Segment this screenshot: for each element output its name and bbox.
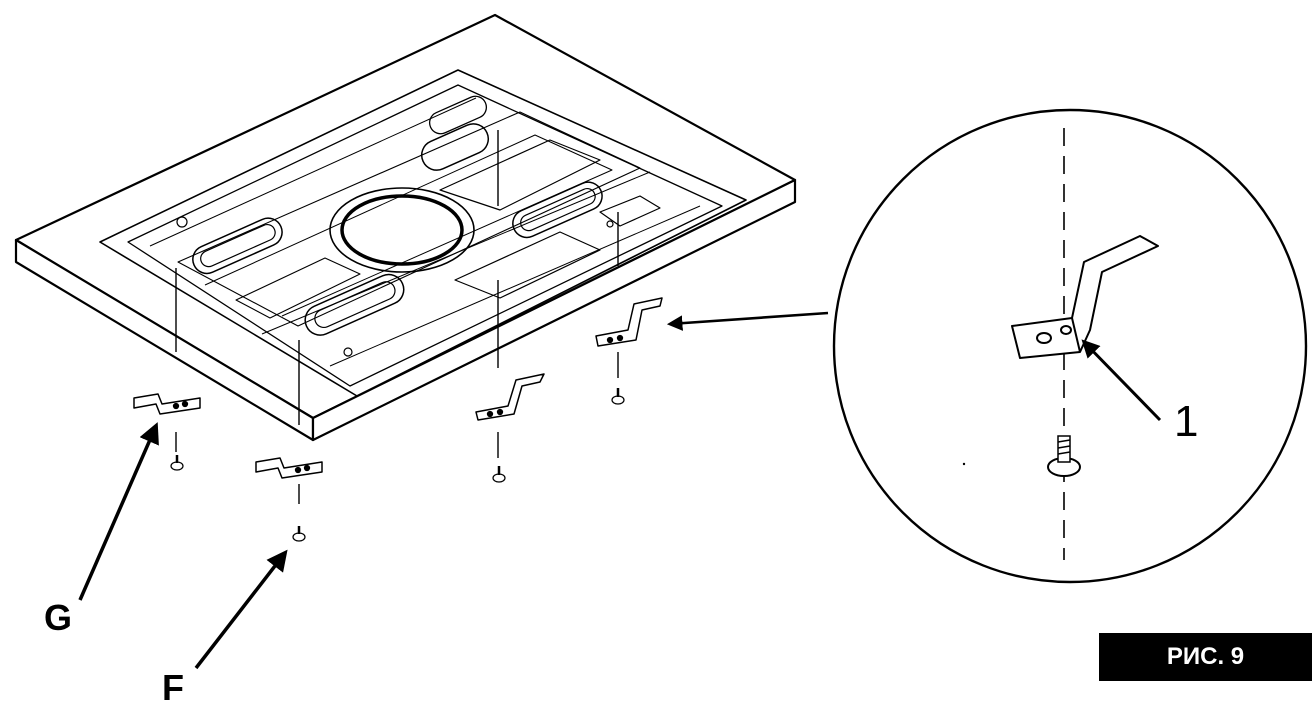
arrow-f	[194, 549, 288, 670]
arrow-detail	[666, 311, 829, 331]
pad	[235, 257, 361, 319]
central-boss-inner	[340, 194, 464, 266]
label-g: G	[44, 597, 72, 638]
mounting-clip	[255, 457, 323, 479]
tray-rim-top	[14, 13, 797, 420]
mounting-clip	[475, 373, 545, 421]
arrow-g	[78, 422, 159, 601]
slot	[428, 95, 488, 135]
figure-caption-text: РИС. 9	[1166, 643, 1245, 670]
mounting-clip	[133, 393, 201, 415]
mounting-clip	[595, 297, 663, 347]
slot	[200, 223, 276, 268]
detail-number-label: 1	[1174, 397, 1198, 446]
slot	[192, 217, 283, 275]
screw	[611, 388, 625, 405]
rib	[177, 111, 641, 327]
slot	[520, 187, 596, 232]
screw	[492, 466, 506, 483]
arrow-1	[1081, 339, 1162, 422]
pad	[439, 139, 601, 211]
speck	[962, 462, 966, 466]
tray-side-right	[311, 178, 797, 442]
hole	[343, 347, 353, 357]
slot	[420, 123, 490, 171]
central-boss-outer	[329, 187, 475, 273]
detail-clip	[1011, 235, 1159, 359]
tray-inner-edge	[99, 69, 747, 397]
rib	[329, 205, 701, 367]
rib	[149, 97, 477, 247]
figure-caption: РИС. 9	[1099, 633, 1312, 681]
hole	[176, 216, 188, 228]
slot	[304, 273, 405, 336]
detail-view: 1	[832, 108, 1308, 584]
tray-inner-floor	[127, 84, 723, 387]
tray	[14, 13, 797, 442]
label-f: F	[162, 667, 184, 708]
corner-bracket	[599, 195, 661, 227]
hole	[606, 220, 614, 228]
screw	[292, 526, 306, 542]
slot	[314, 281, 396, 329]
detail-screw	[1047, 435, 1081, 477]
alignment-lines	[175, 130, 619, 504]
rib	[204, 134, 613, 317]
pad	[454, 231, 601, 299]
screw	[170, 455, 184, 471]
slot	[512, 181, 603, 239]
